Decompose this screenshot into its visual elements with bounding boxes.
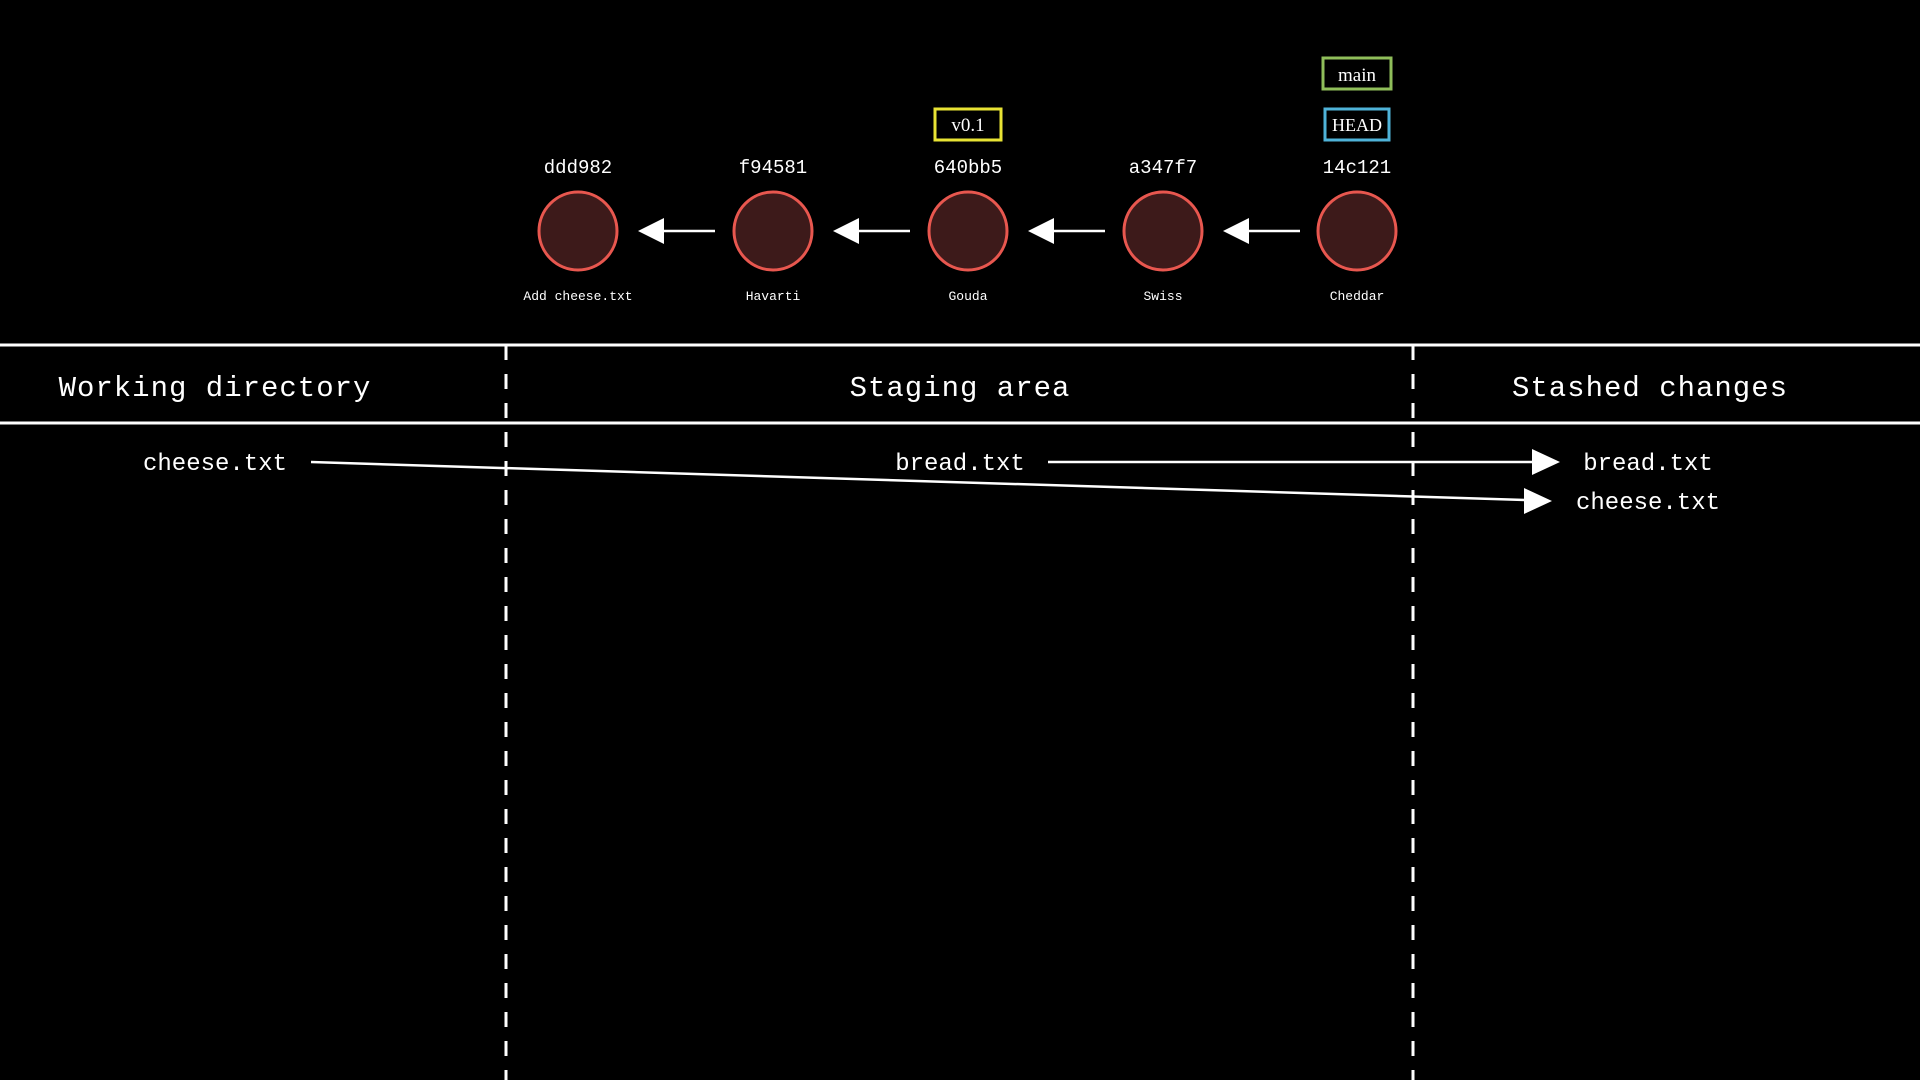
commit-circle[interactable]: [1122, 190, 1204, 272]
stashed-files: bread.txt cheese.txt: [1576, 451, 1720, 517]
commit-node[interactable]: 14c121 Cheddar: [1316, 157, 1398, 304]
commit-graph: ddd982 Add cheese.txt f94581 Havarti 640…: [523, 56, 1398, 304]
stashed-file-item[interactable]: bread.txt: [1583, 451, 1713, 478]
commit-arrow: [1028, 218, 1105, 244]
tag-label[interactable]: v0.1: [933, 107, 1003, 142]
stash-arrow-cheese: [310, 460, 1552, 514]
commit-circle[interactable]: [1316, 190, 1398, 272]
commit-arrow: [638, 218, 715, 244]
stashed-changes-title: Stashed changes: [1512, 372, 1788, 405]
tag-text: v0.1: [951, 115, 984, 136]
head-box: [1323, 107, 1391, 142]
commit-circle[interactable]: [927, 190, 1009, 272]
areas-header: Working directory Staging area Stashed c…: [0, 343, 1920, 425]
commit-hash: 14c121: [1323, 157, 1391, 179]
commit-node[interactable]: ddd982 Add cheese.txt: [523, 157, 632, 304]
stash-arrow-bread: [1048, 449, 1560, 475]
commit-message: Swiss: [1143, 289, 1182, 304]
commit-node[interactable]: a347f7 Swiss: [1122, 157, 1204, 304]
commit-message: Havarti: [746, 289, 801, 304]
staging-area-title: Staging area: [850, 372, 1071, 405]
stashed-file-item[interactable]: cheese.txt: [1576, 490, 1720, 517]
commit-node[interactable]: f94581 Havarti: [732, 157, 814, 304]
working-file-item[interactable]: cheese.txt: [143, 451, 287, 478]
tag-box: [933, 107, 1003, 142]
head-label[interactable]: HEAD: [1323, 107, 1391, 142]
commit-hash: 640bb5: [934, 157, 1002, 179]
commit-hash: a347f7: [1129, 157, 1197, 179]
branch-box: [1321, 56, 1393, 91]
commit-arrow: [833, 218, 910, 244]
commit-message: Cheddar: [1330, 289, 1385, 304]
head-text: HEAD: [1332, 115, 1382, 135]
branch-label[interactable]: main: [1321, 56, 1393, 91]
branch-text: main: [1338, 65, 1376, 86]
commit-hash: f94581: [739, 157, 807, 179]
commit-circle[interactable]: [537, 190, 619, 272]
commit-hash: ddd982: [544, 157, 612, 179]
staged-files: bread.txt: [895, 451, 1025, 478]
commit-circle[interactable]: [732, 190, 814, 272]
staged-file-item[interactable]: bread.txt: [895, 451, 1025, 478]
commit-message: Gouda: [948, 289, 987, 304]
working-directory-title: Working directory: [59, 372, 372, 405]
commit-message: Add cheese.txt: [523, 289, 632, 304]
commit-node[interactable]: 640bb5 Gouda: [927, 157, 1009, 304]
commit-arrow: [1223, 218, 1300, 244]
working-files: cheese.txt: [143, 451, 287, 478]
